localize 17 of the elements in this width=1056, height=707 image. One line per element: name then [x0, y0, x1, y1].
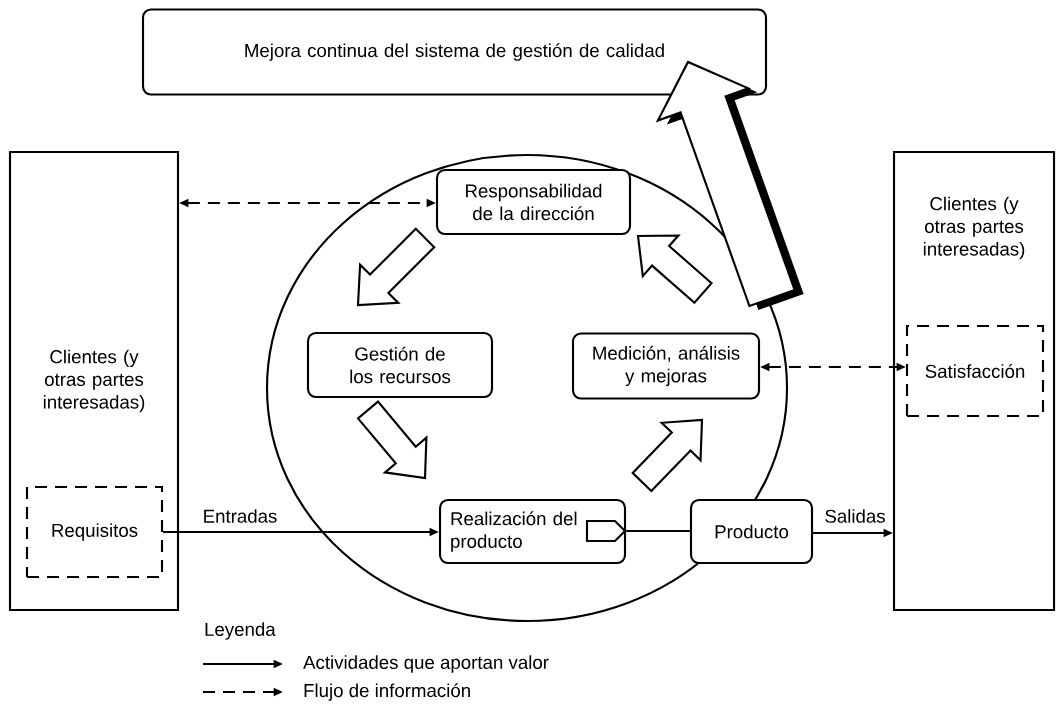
- legend-text: Actividades que aportan valor: [303, 655, 549, 673]
- edge-label: Salidas: [823, 507, 887, 525]
- process-box: Gestión de los recursos: [306, 331, 494, 399]
- block-arrow: [655, 60, 804, 310]
- dashed-box: Satisfacción: [905, 324, 1045, 418]
- dashed-box: Requisitos: [25, 485, 164, 579]
- process-box: Responsabilidad de la dirección: [435, 168, 632, 236]
- block-arrow: [356, 227, 436, 307]
- legend-text: Flujo de información: [304, 683, 470, 701]
- edge-label: Entradas: [201, 507, 279, 525]
- title-box: Mejora continua del sistema de gestión de calidad: [141, 8, 768, 96]
- legend-title: Leyenda: [205, 622, 276, 640]
- block-arrow: [356, 400, 428, 480]
- block-arrow: [631, 418, 704, 493]
- process-box: Producto: [689, 498, 814, 565]
- process-box: Realización del producto: [438, 498, 627, 565]
- process-box: Medición, análisis y mejoras: [571, 332, 761, 400]
